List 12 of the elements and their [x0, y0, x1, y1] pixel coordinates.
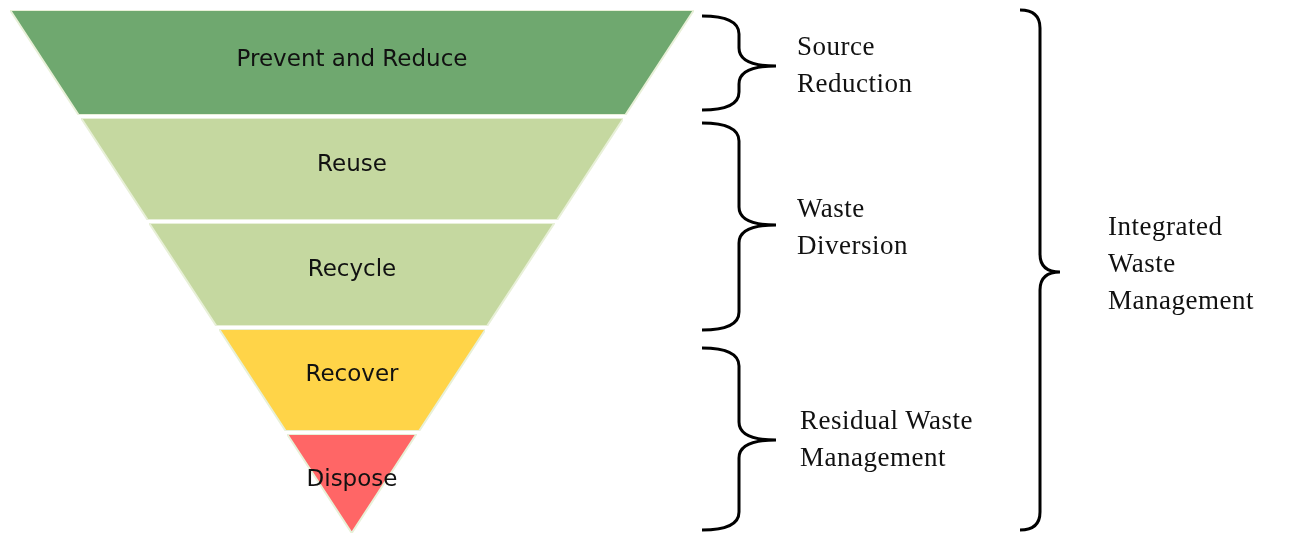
tier-label: Reuse	[317, 150, 387, 176]
pyramid-tier	[218, 329, 486, 431]
tier-label: Recover	[305, 360, 399, 386]
bracket-label: Residual Waste Management	[800, 404, 975, 474]
bracket-label: Source Reduction	[797, 30, 914, 100]
bracket-label: Waste Diversion	[797, 192, 909, 262]
pyramid-tier	[80, 118, 624, 220]
pyramid-tier	[10, 10, 694, 115]
bracket-label: Integrated Waste Management	[1108, 210, 1255, 317]
pyramid-tier	[149, 223, 555, 326]
tier-label: Recycle	[307, 255, 397, 281]
tier-label: Prevent and Reduce	[236, 45, 468, 71]
